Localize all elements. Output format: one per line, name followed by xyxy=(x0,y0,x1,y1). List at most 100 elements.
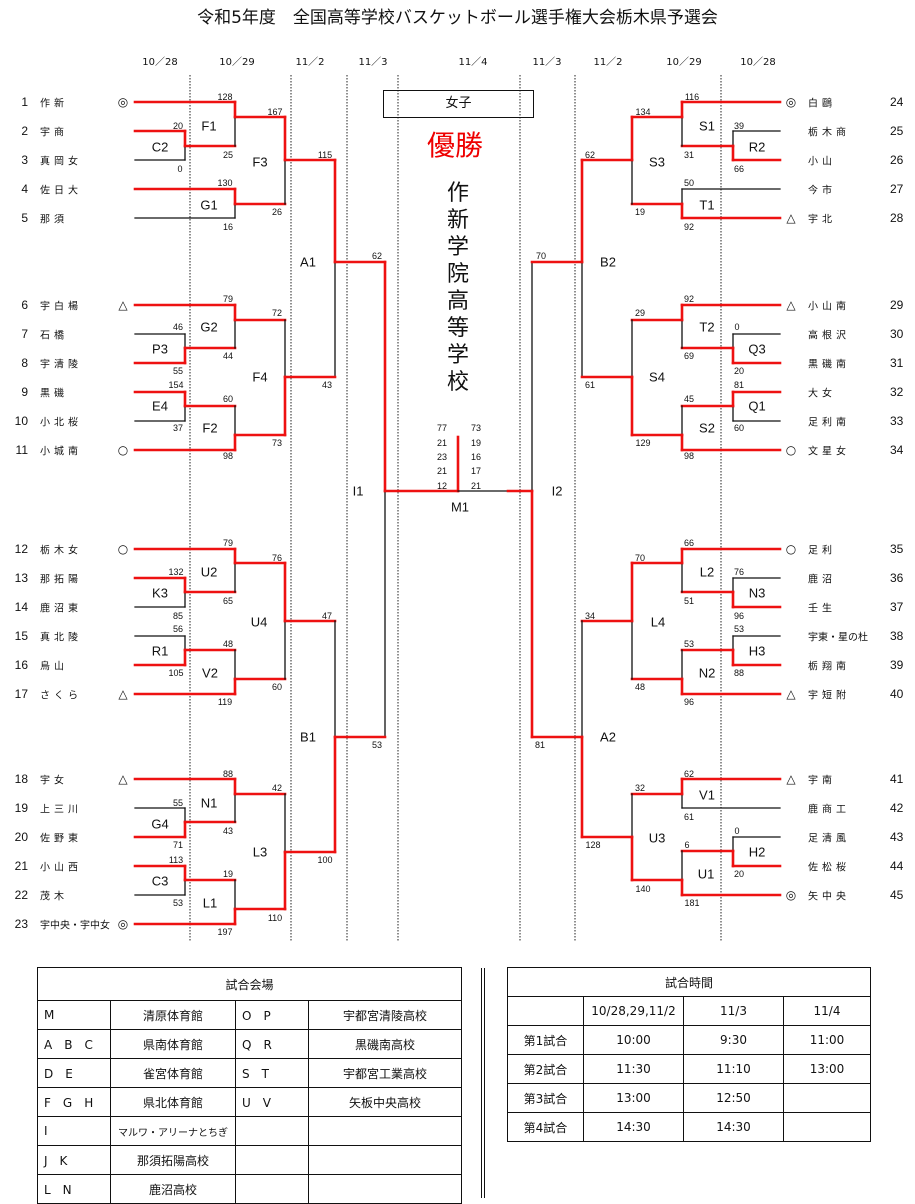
final-score: 19 xyxy=(470,438,482,448)
seed-mark: △ xyxy=(786,687,796,701)
match-label: F3 xyxy=(252,154,268,170)
team-number: 38 xyxy=(890,629,904,643)
team-number: 29 xyxy=(890,298,904,312)
team-name: 栃翔南 xyxy=(808,657,850,673)
team-number: 14 xyxy=(14,600,28,614)
score: 181 xyxy=(684,898,700,908)
venue-name xyxy=(308,1116,462,1146)
match-label: L4 xyxy=(650,614,666,630)
match-label: L1 xyxy=(202,895,218,911)
round-date: 10／28 xyxy=(740,57,776,68)
score: 98 xyxy=(683,451,695,461)
match-label: S2 xyxy=(699,420,715,436)
score: 85 xyxy=(172,611,184,621)
team-name: 佐日大 xyxy=(40,181,82,197)
score: 92 xyxy=(683,222,695,232)
final-score: 23 xyxy=(436,452,448,462)
team-name: 宇清陵 xyxy=(40,355,82,371)
match-label: U3 xyxy=(648,830,666,846)
score: 53 xyxy=(371,740,383,750)
venue-courts: F G H xyxy=(37,1087,111,1117)
game-number: 第3試合 xyxy=(507,1083,584,1113)
team-name: 佐野東 xyxy=(40,829,82,845)
team-number: 40 xyxy=(890,687,904,701)
team-number: 33 xyxy=(890,414,904,428)
team-number: 30 xyxy=(890,327,904,341)
score: 65 xyxy=(222,596,234,606)
score: 62 xyxy=(371,251,383,261)
team-name: 栃木商 xyxy=(808,123,850,139)
team-number: 1 xyxy=(21,95,28,109)
team-name: 茂木 xyxy=(40,887,68,903)
round-date: 11／3 xyxy=(358,57,388,68)
score: 140 xyxy=(635,884,651,894)
score: 66 xyxy=(733,164,745,174)
score: 26 xyxy=(271,207,283,217)
score: 48 xyxy=(222,639,234,649)
team-number: 7 xyxy=(21,327,28,341)
score: 66 xyxy=(683,538,695,548)
match-label: G2 xyxy=(200,319,218,335)
team-number: 31 xyxy=(890,356,904,370)
team-name: 白鷗 xyxy=(808,94,836,110)
final-score: 73 xyxy=(470,423,482,433)
team-number: 41 xyxy=(890,772,904,786)
score: 42 xyxy=(271,783,283,793)
team-number: 26 xyxy=(890,153,904,167)
score: 20 xyxy=(733,869,745,879)
match-label: B2 xyxy=(600,254,616,270)
score: 71 xyxy=(172,840,184,850)
seed-mark: ○ xyxy=(117,542,129,556)
score: 56 xyxy=(172,624,184,634)
venue-name: 清原体育館 xyxy=(110,1000,236,1030)
game-time xyxy=(783,1112,871,1142)
score: 154 xyxy=(168,380,184,390)
score: 88 xyxy=(733,668,745,678)
score: 20 xyxy=(733,366,745,376)
round-date: 11／2 xyxy=(295,57,325,68)
venue-courts xyxy=(235,1145,309,1175)
venue-courts: M xyxy=(37,1000,111,1030)
score: 55 xyxy=(172,366,184,376)
page-title: 令和5年度 全国高等学校バスケットボール選手権大会栃木県予選会 xyxy=(197,8,718,28)
venue-name: マルワ・アリーナとちぎ xyxy=(110,1116,236,1146)
team-number: 3 xyxy=(21,153,28,167)
game-time: 9:30 xyxy=(683,1025,784,1055)
seed-mark: △ xyxy=(118,298,128,312)
score: 0 xyxy=(734,322,740,332)
team-name: 足清風 xyxy=(808,829,850,845)
team-number: 12 xyxy=(14,542,28,556)
team-name: 宇東・星の杜 xyxy=(808,628,868,644)
venue-courts: U V xyxy=(235,1087,309,1117)
team-number: 4 xyxy=(21,182,28,196)
score: 34 xyxy=(584,611,596,621)
venue-name xyxy=(308,1174,462,1204)
venue-courts: A B C xyxy=(37,1029,111,1059)
team-number: 27 xyxy=(890,182,904,196)
team-number: 2 xyxy=(21,124,28,138)
team-name: 文星女 xyxy=(808,442,850,458)
final-score: 17 xyxy=(470,466,482,476)
team-name: 栃木女 xyxy=(40,541,82,557)
score: 100 xyxy=(317,855,333,865)
score: 43 xyxy=(321,380,333,390)
game-number: 第4試合 xyxy=(507,1112,584,1142)
team-number: 18 xyxy=(14,772,28,786)
team-number: 34 xyxy=(890,443,904,457)
team-name: 石橋 xyxy=(40,326,68,342)
score: 130 xyxy=(217,178,233,188)
team-name: 那須 xyxy=(40,210,68,226)
score: 96 xyxy=(733,611,745,621)
seed-mark: ○ xyxy=(785,443,797,457)
venue-name: 鹿沼高校 xyxy=(110,1174,236,1204)
score: 105 xyxy=(168,668,184,678)
match-label: C3 xyxy=(151,873,169,889)
score: 92 xyxy=(683,294,695,304)
score: 62 xyxy=(584,150,596,160)
time-header: 10/28,29,11/2 xyxy=(583,996,684,1026)
